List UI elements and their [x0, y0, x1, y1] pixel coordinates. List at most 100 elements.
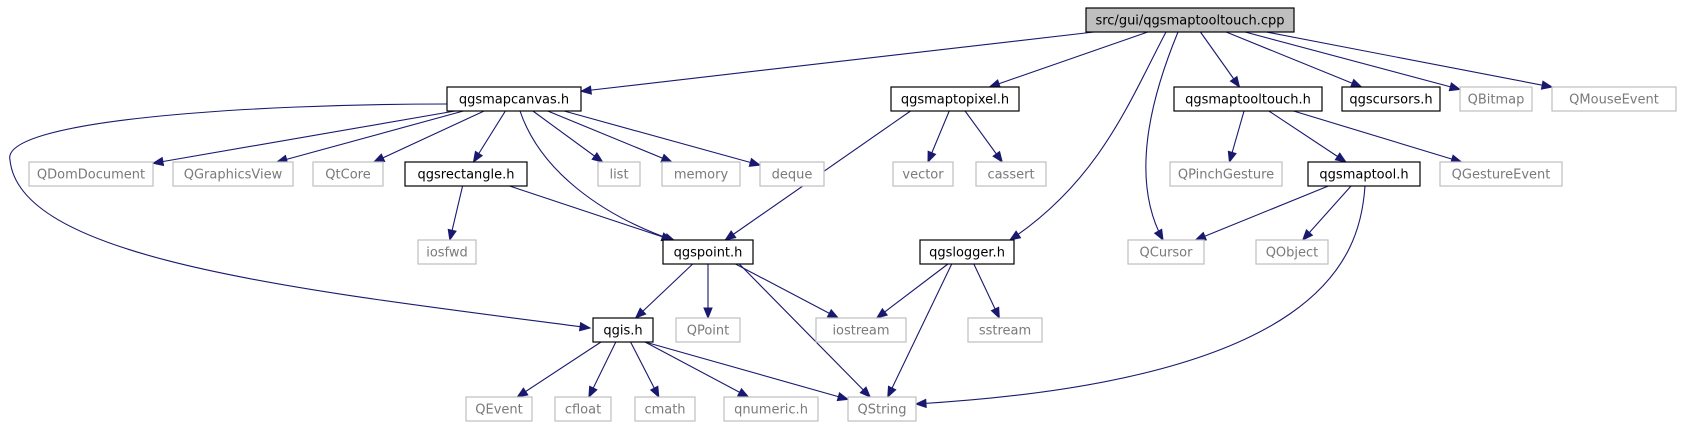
- node-box-qcursor: [1127, 239, 1205, 265]
- node-box-qmouseevent: [1551, 86, 1677, 112]
- node-box-qbitmap: [1459, 86, 1533, 112]
- edge-qgsmapcanvas-to-qgsrectangle-arrowhead: [472, 150, 484, 164]
- node-box-deque: [759, 161, 825, 187]
- edge-root-to-qcursor-arrowhead: [1153, 228, 1164, 242]
- edge-root-to-qbitmap-arrowhead: [1448, 82, 1462, 92]
- node-deque: deque: [759, 161, 825, 187]
- edge-root-to-qgscursors-arrowhead: [1349, 78, 1363, 88]
- node-iostream: iostream: [815, 317, 907, 343]
- node-qdomdocument: QDomDocument: [28, 161, 154, 187]
- node-qgestureevent: QGestureEvent: [1439, 161, 1563, 187]
- edge-root-to-qcursor: [1145, 31, 1179, 241]
- node-label-cassert: cassert: [987, 168, 1034, 183]
- node-label-qgraphicsview: QGraphicsView: [184, 168, 283, 183]
- node-box-qgraphicsview: [172, 161, 294, 187]
- node-box-list: [597, 161, 641, 187]
- node-label-qbitmap: QBitmap: [1468, 93, 1525, 108]
- node-label-qmouseevent: QMouseEvent: [1569, 93, 1659, 108]
- edge-qgsmaptopixel-to-vector-arrowhead: [927, 150, 937, 164]
- node-label-qgslogger: qgslogger.h: [929, 246, 1005, 261]
- edge-qgis-to-qnumeric: [644, 341, 749, 398]
- edge-root-to-qgscursors: [1225, 31, 1362, 88]
- edge-qgspoint-to-qgis-arrowhead: [634, 307, 647, 319]
- node-label-qgsmaptooltouch_h: qgsmaptooltouch.h: [1185, 93, 1311, 108]
- node-label-root: src/gui/qgsmaptooltouch.cpp: [1095, 14, 1284, 29]
- node-box-qgscursors: [1341, 86, 1441, 112]
- edge-qgis-to-qevent: [516, 341, 602, 398]
- node-label-qcursor: QCursor: [1140, 246, 1194, 261]
- node-qgspoint[interactable]: qgspoint.h: [662, 239, 754, 265]
- node-qgsmaptopixel[interactable]: qgsmaptopixel.h: [890, 86, 1020, 112]
- edge-qgsmapcanvas-to-qtcore-arrowhead: [372, 153, 386, 163]
- node-qgslogger[interactable]: qgslogger.h: [919, 239, 1015, 265]
- node-qstring: QString: [847, 396, 917, 422]
- edge-qgsmapcanvas-to-memory: [547, 110, 673, 163]
- node-label-cfloat: cfloat: [565, 403, 601, 418]
- node-box-iosfwd: [417, 239, 477, 265]
- node-qgscursors[interactable]: qgscursors.h: [1341, 86, 1441, 112]
- edge-qgspoint-to-qgis: [635, 263, 694, 319]
- node-qobject: QObject: [1255, 239, 1329, 265]
- node-label-vector: vector: [902, 168, 944, 183]
- edge-root-to-qgsmapcanvas: [580, 31, 1095, 92]
- edge-qgsrectangle-to-qgspoint: [509, 185, 673, 241]
- edge-qgsmaptool-to-qcursor: [1195, 185, 1329, 241]
- node-qgsmaptool[interactable]: qgsmaptool.h: [1307, 161, 1421, 187]
- edge-qgsmapcanvas-to-list-arrowhead: [591, 151, 604, 163]
- node-qpoint: QPoint: [675, 317, 741, 343]
- node-label-qpinchgesture: QPinchGesture: [1178, 168, 1274, 183]
- node-qnumeric: qnumeric.h: [723, 396, 819, 422]
- node-box-cmath: [634, 396, 696, 422]
- edge-qgsrectangle-to-iosfwd-arrowhead: [447, 228, 457, 242]
- edge-qgsmapcanvas-to-qgis: [9, 103, 591, 329]
- node-label-qnumeric: qnumeric.h: [734, 403, 808, 418]
- node-box-qgsmaptooltouch_h: [1173, 86, 1323, 112]
- edge-qgslogger-to-qstring: [887, 263, 953, 398]
- node-qgis[interactable]: qgis.h: [592, 317, 654, 343]
- node-box-memory: [661, 161, 741, 187]
- node-label-qgspoint: qgspoint.h: [674, 246, 743, 261]
- edge-qgis-to-qnumeric-arrowhead: [736, 387, 750, 398]
- node-label-qdomdocument: QDomDocument: [37, 168, 145, 183]
- node-box-qgslogger: [919, 239, 1015, 265]
- edge-root-to-qgsmaptopixel-arrowhead: [988, 79, 1001, 89]
- edge-root-to-qbitmap: [1244, 31, 1461, 90]
- edge-qgsmaptooltouch_h-to-qpinchgesture-arrowhead: [1227, 150, 1237, 164]
- edge-root-to-qgsmaptooltouch_h-arrowhead: [1229, 75, 1241, 89]
- node-box-qstring: [847, 396, 917, 422]
- node-box-qtcore: [312, 161, 384, 187]
- edge-qgsmaptool-to-qstring-arrowhead: [914, 398, 927, 409]
- node-label-qgsmaptopixel: qgsmaptopixel.h: [901, 93, 1009, 108]
- node-label-deque: deque: [772, 168, 813, 183]
- node-box-root: [1085, 7, 1295, 33]
- node-box-vector: [892, 161, 954, 187]
- edge-qgsmapcanvas-to-qtcore: [373, 110, 485, 163]
- node-root[interactable]: src/gui/qgsmaptooltouch.cpp: [1085, 7, 1295, 33]
- edge-qgsmaptool-to-qobject: [1302, 185, 1352, 241]
- edge-qgis-to-cmath-arrowhead: [649, 385, 660, 399]
- node-label-qpoint: QPoint: [687, 324, 730, 339]
- node-label-qevent: QEvent: [475, 403, 522, 418]
- edge-qgis-to-qstring-arrowhead: [836, 391, 850, 402]
- node-box-qgestureevent: [1439, 161, 1563, 187]
- node-cfloat: cfloat: [554, 396, 612, 422]
- node-qgsmapcanvas[interactable]: qgsmapcanvas.h: [446, 86, 582, 112]
- edge-qgslogger-to-qstring-arrowhead: [887, 385, 897, 399]
- node-label-qgscursors: qgscursors.h: [1349, 93, 1432, 108]
- node-qgsmaptooltouch_h[interactable]: qgsmaptooltouch.h: [1173, 86, 1323, 112]
- edges-layer: [9, 31, 1554, 409]
- node-box-qnumeric: [723, 396, 819, 422]
- node-box-sstream: [967, 317, 1043, 343]
- node-qgsrectangle[interactable]: qgsrectangle.h: [404, 161, 528, 187]
- edge-root-to-qgsmapcanvas-arrowhead: [579, 85, 592, 95]
- edge-qgsmaptopixel-to-qgspoint-arrowhead: [724, 230, 737, 241]
- edge-root-to-qgsmaptopixel: [989, 31, 1148, 88]
- edge-qgsmapcanvas-to-qgraphicsview: [276, 110, 464, 163]
- node-label-iostream: iostream: [832, 324, 889, 339]
- edge-qgsmapcanvas-to-qgspoint: [519, 110, 676, 242]
- node-label-qgsmapcanvas: qgsmapcanvas.h: [459, 93, 569, 108]
- node-sstream: sstream: [967, 317, 1043, 343]
- edge-qgsmaptooltouch_h-to-qgsmaptool: [1268, 110, 1347, 163]
- edge-qgsmapcanvas-to-deque: [563, 110, 761, 166]
- node-list: list: [597, 161, 641, 187]
